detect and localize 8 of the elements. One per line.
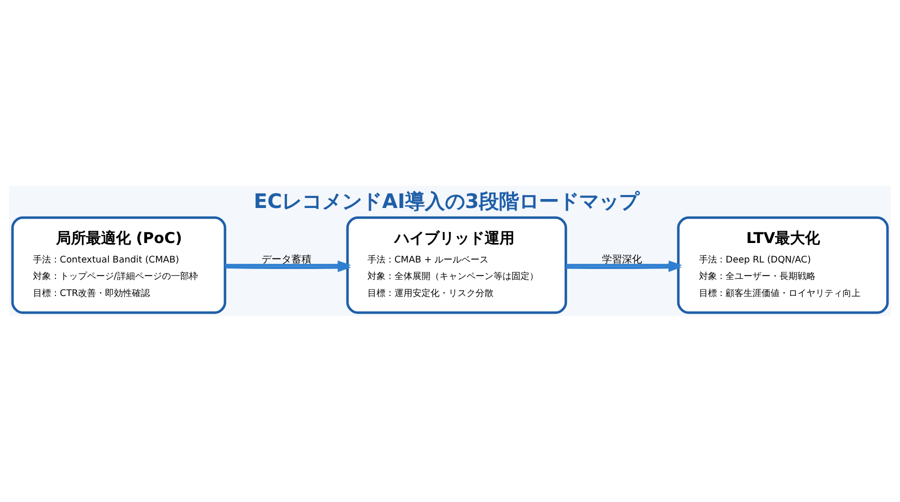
arrow — [566, 262, 682, 272]
node-box: LTV最大化 手法 : Deep RL (DQN/AC) 対象 : 全ユーザー・長期戦略 目標 : 顧客生涯価値・ロイヤリティ向上 — [677, 216, 889, 314]
arrow — [225, 262, 352, 272]
diagram-title: ECレコメンドAI導入の3段階ロードマップ — [254, 188, 639, 213]
edge-label: 学習深化 — [602, 254, 642, 266]
node-box: ハイブリッド運用 手法 : CMAB + ルールベース 対象 : 全体展開（キャンペーン等は固定） 目標 : 運用安定化・リスク分散 — [346, 216, 568, 314]
edge-label: データ蓄積 — [261, 254, 312, 266]
node-box: 局所最適化 (PoC) 手法 : Contextual Bandit (CMAB) 対象 : トップページ/詳細ページの一部枠 目標 : CTR改善・即効性確認 — [11, 216, 226, 314]
